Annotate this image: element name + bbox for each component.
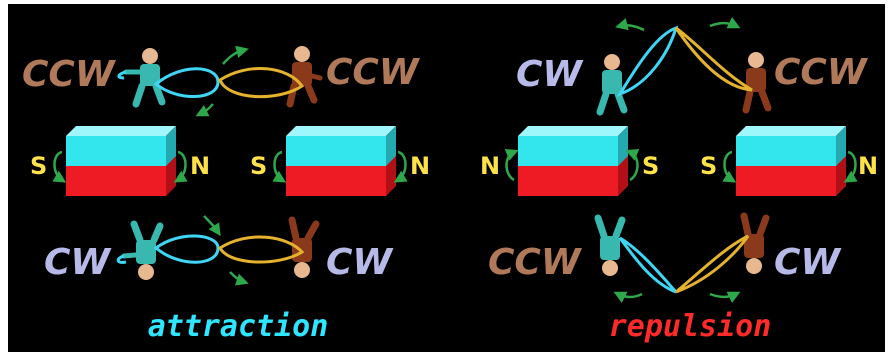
repulsion-top-right-figure xyxy=(742,52,772,114)
repulsion-top-gold-string xyxy=(674,26,753,92)
attraction-bottom-gold-string xyxy=(218,235,305,264)
repulsion-magnet-right xyxy=(736,126,846,196)
repulsion-right-n-arrow xyxy=(843,150,858,183)
repulsion-top-cyan-string xyxy=(616,25,679,97)
repulsion-top-right-label: CCW xyxy=(774,52,869,93)
repulsion-bottom-left-figure xyxy=(594,214,626,276)
attraction-bottom-right-label: CW xyxy=(326,242,394,283)
attraction-top-right-figure xyxy=(286,46,323,108)
repulsion-left-n-pole: N xyxy=(480,152,500,180)
repulsion-right-n-pole: N xyxy=(858,152,878,180)
attraction-right-n-arrow xyxy=(393,150,408,183)
repulsion-bottom-arrow-left xyxy=(613,291,643,303)
attraction-bottom-arrow-down xyxy=(229,271,249,286)
repulsion-top-left-figure xyxy=(596,54,628,116)
repulsion-caption: repulsion xyxy=(609,309,772,344)
repulsion-top-left-label: CW xyxy=(516,54,584,95)
attraction-left-n-pole: N xyxy=(190,152,210,180)
attraction-top-left-figure xyxy=(123,48,166,108)
attraction-top-cyan-tail xyxy=(117,70,127,80)
attraction-bottom-cyan-string xyxy=(153,234,220,264)
attraction-right-s-arrow xyxy=(272,150,287,183)
attraction-magnet-left xyxy=(66,126,176,196)
attraction-top-arrow-down xyxy=(195,103,214,117)
attraction-left-s-pole: S xyxy=(30,152,47,180)
repulsion-bottom-cyan-string xyxy=(618,236,678,294)
attraction-left-s-arrow xyxy=(52,150,67,183)
attraction-right-s-pole: S xyxy=(250,152,267,180)
repulsion-right-s-arrow xyxy=(722,150,737,183)
attraction-bottom-arrow-up xyxy=(203,215,221,237)
attraction-bottom-cyan-tail xyxy=(116,254,127,264)
attraction-top-left-label: CCW xyxy=(22,54,117,95)
attraction-bottom-left-label: CW xyxy=(44,242,112,283)
diagram-panel: CCW CCW CW CW S N S N CW CCW CCW CW N S … xyxy=(8,4,885,352)
attraction-bottom-left-figure xyxy=(121,220,164,280)
repulsion-left-s-arrow xyxy=(625,148,640,182)
attraction-top-arrow-up xyxy=(222,45,249,65)
attraction-top-right-label: CCW xyxy=(326,52,421,93)
attraction-top-cyan-string xyxy=(153,67,220,98)
attraction-right-n-pole: N xyxy=(410,152,430,180)
repulsion-bottom-arrow-right xyxy=(709,291,741,303)
attraction-bottom-right-figure xyxy=(288,216,320,278)
repulsion-right-s-pole: S xyxy=(700,152,717,180)
repulsion-top-arrow-left xyxy=(615,18,645,32)
repulsion-left-s-pole: S xyxy=(642,152,659,180)
attraction-top-gold-string xyxy=(218,67,305,99)
repulsion-bottom-right-label: CW xyxy=(774,242,842,283)
diagram-canvas: CCW CCW CW CW S N S N CW CCW CCW CW N S … xyxy=(22,17,878,344)
repulsion-bottom-left-label: CCW xyxy=(488,242,583,283)
attraction-left-n-arrow xyxy=(173,150,188,183)
repulsion-magnet-left xyxy=(518,126,628,196)
attraction-magnet-right xyxy=(286,126,396,196)
repulsion-bottom-right-figure xyxy=(740,212,770,274)
repulsion-left-n-arrow xyxy=(504,148,519,182)
repulsion-top-arrow-right xyxy=(709,17,741,29)
repulsion-bottom-gold-string xyxy=(675,234,750,294)
attraction-caption: attraction xyxy=(148,309,329,344)
